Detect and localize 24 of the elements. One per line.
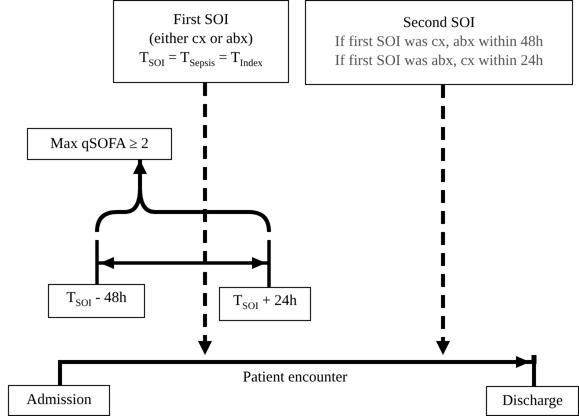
- box-label: Discharge: [502, 392, 563, 410]
- dashed-arrow: [198, 83, 212, 355]
- text-box: [113, 0, 289, 83]
- double-arrow: [95, 238, 271, 287]
- text-box: [305, 0, 573, 85]
- dashed-arrow: [436, 85, 450, 355]
- timeline-arrow: [58, 356, 536, 386]
- box-label: T$_{SOI}$ - 48h: [66, 289, 127, 311]
- arrow: [133, 160, 147, 188]
- box-heading: First SOI: [173, 10, 229, 30]
- text-box: [48, 284, 145, 318]
- box-text: If first SOI was cx, abx within 48h: [334, 33, 544, 52]
- text-box: [27, 128, 172, 160]
- box-heading: Second SOI: [402, 14, 476, 33]
- box-label: Max qSOFA ≥ 2: [50, 134, 149, 154]
- box-label: T$_{SOI}$ + 24h: [233, 292, 297, 314]
- curly-brace: [95, 186, 271, 232]
- box-text: T$_{SOI}$ = T$_{Sepsis}$ = T$_{Index}$: [139, 48, 263, 70]
- box-text: If first SOI was abx, cx within 24h: [334, 52, 544, 71]
- text-box: [486, 386, 579, 416]
- text-box: [219, 287, 311, 321]
- box-text: (either cx or abx): [149, 30, 253, 48]
- box-label: Admission: [26, 391, 92, 410]
- text-box: [8, 385, 110, 416]
